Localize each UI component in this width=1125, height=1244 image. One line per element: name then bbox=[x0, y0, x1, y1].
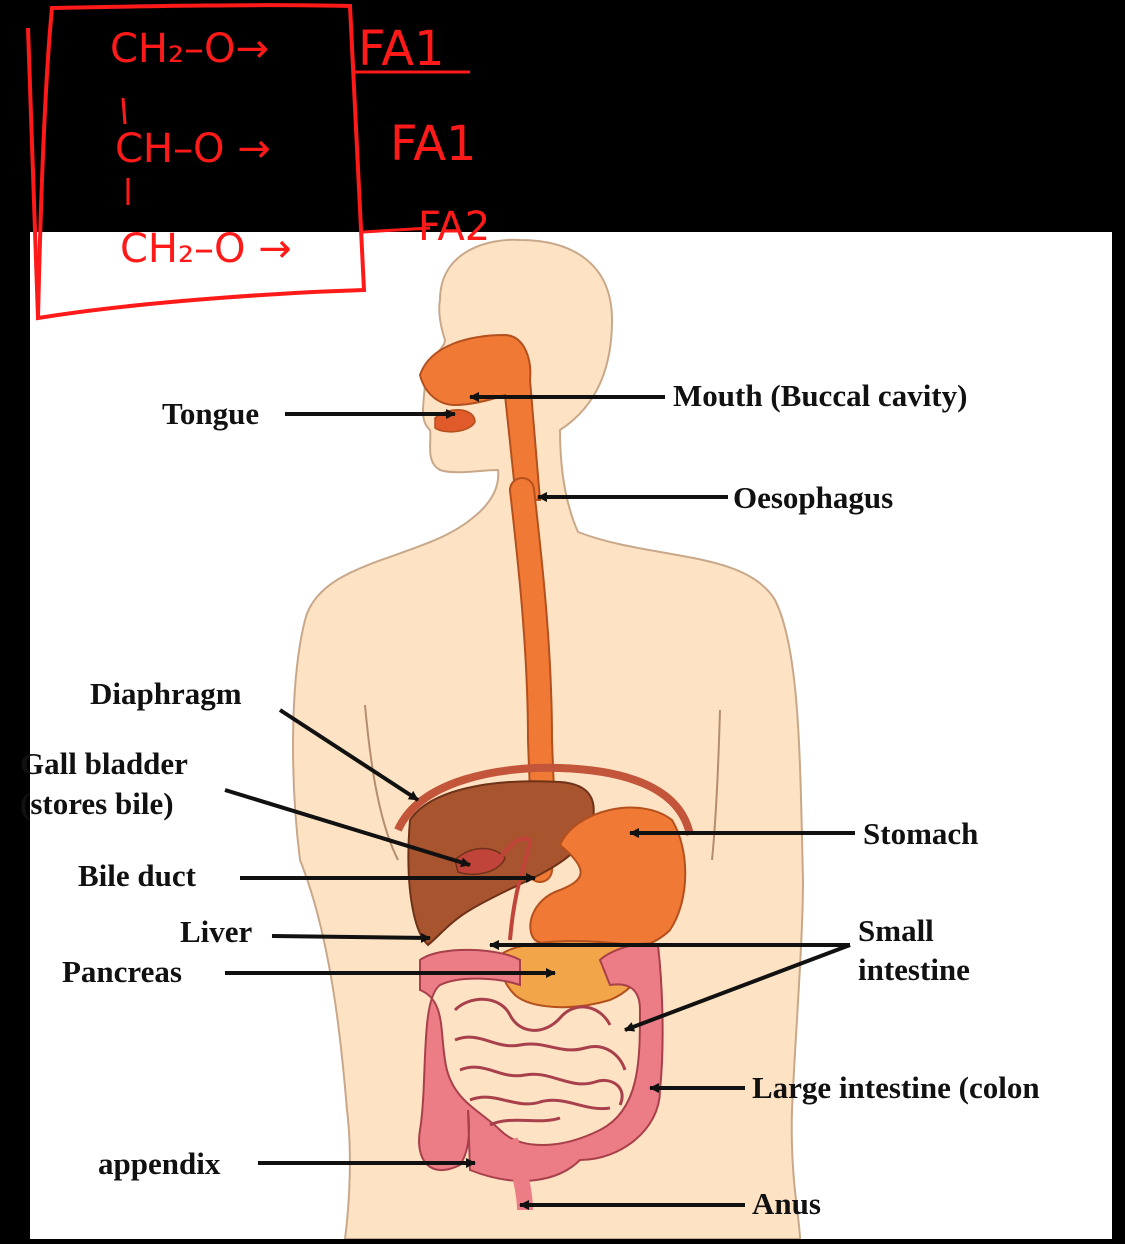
label-oesophagus: Oesophagus bbox=[733, 480, 893, 516]
annotation-row-3: CH₂–O → bbox=[120, 226, 292, 272]
label-large-intestine: Large intestine (colon bbox=[752, 1070, 1040, 1106]
label-gall-bladder: Gall bladder bbox=[20, 746, 188, 782]
annotation-bond-1 bbox=[123, 98, 125, 124]
label-gall-bladder-note: (stores bile) bbox=[20, 786, 174, 822]
annotation-fa1-a: FA1 bbox=[358, 21, 445, 77]
annotation-row-2: CH–O → bbox=[115, 126, 271, 172]
label-diaphragm: Diaphragm bbox=[90, 676, 242, 712]
liver-leader bbox=[272, 936, 430, 938]
label-mouth: Mouth (Buccal cavity) bbox=[673, 378, 967, 414]
label-pancreas: Pancreas bbox=[62, 954, 182, 990]
label-anus: Anus bbox=[752, 1186, 821, 1222]
label-stomach: Stomach bbox=[863, 816, 978, 852]
annotation-row-1: CH₂–O→ bbox=[110, 26, 269, 72]
label-small-intestine: Small bbox=[858, 913, 934, 949]
label-bile-duct: Bile duct bbox=[78, 858, 196, 894]
label-tongue: Tongue bbox=[162, 396, 259, 432]
annotation-fa1-b: FA1 bbox=[390, 116, 477, 172]
annotation-fa2: FA2 bbox=[418, 204, 490, 250]
label-small-intestine-2: intestine bbox=[858, 952, 970, 988]
label-liver: Liver bbox=[180, 914, 252, 950]
label-appendix: appendix bbox=[98, 1146, 220, 1182]
